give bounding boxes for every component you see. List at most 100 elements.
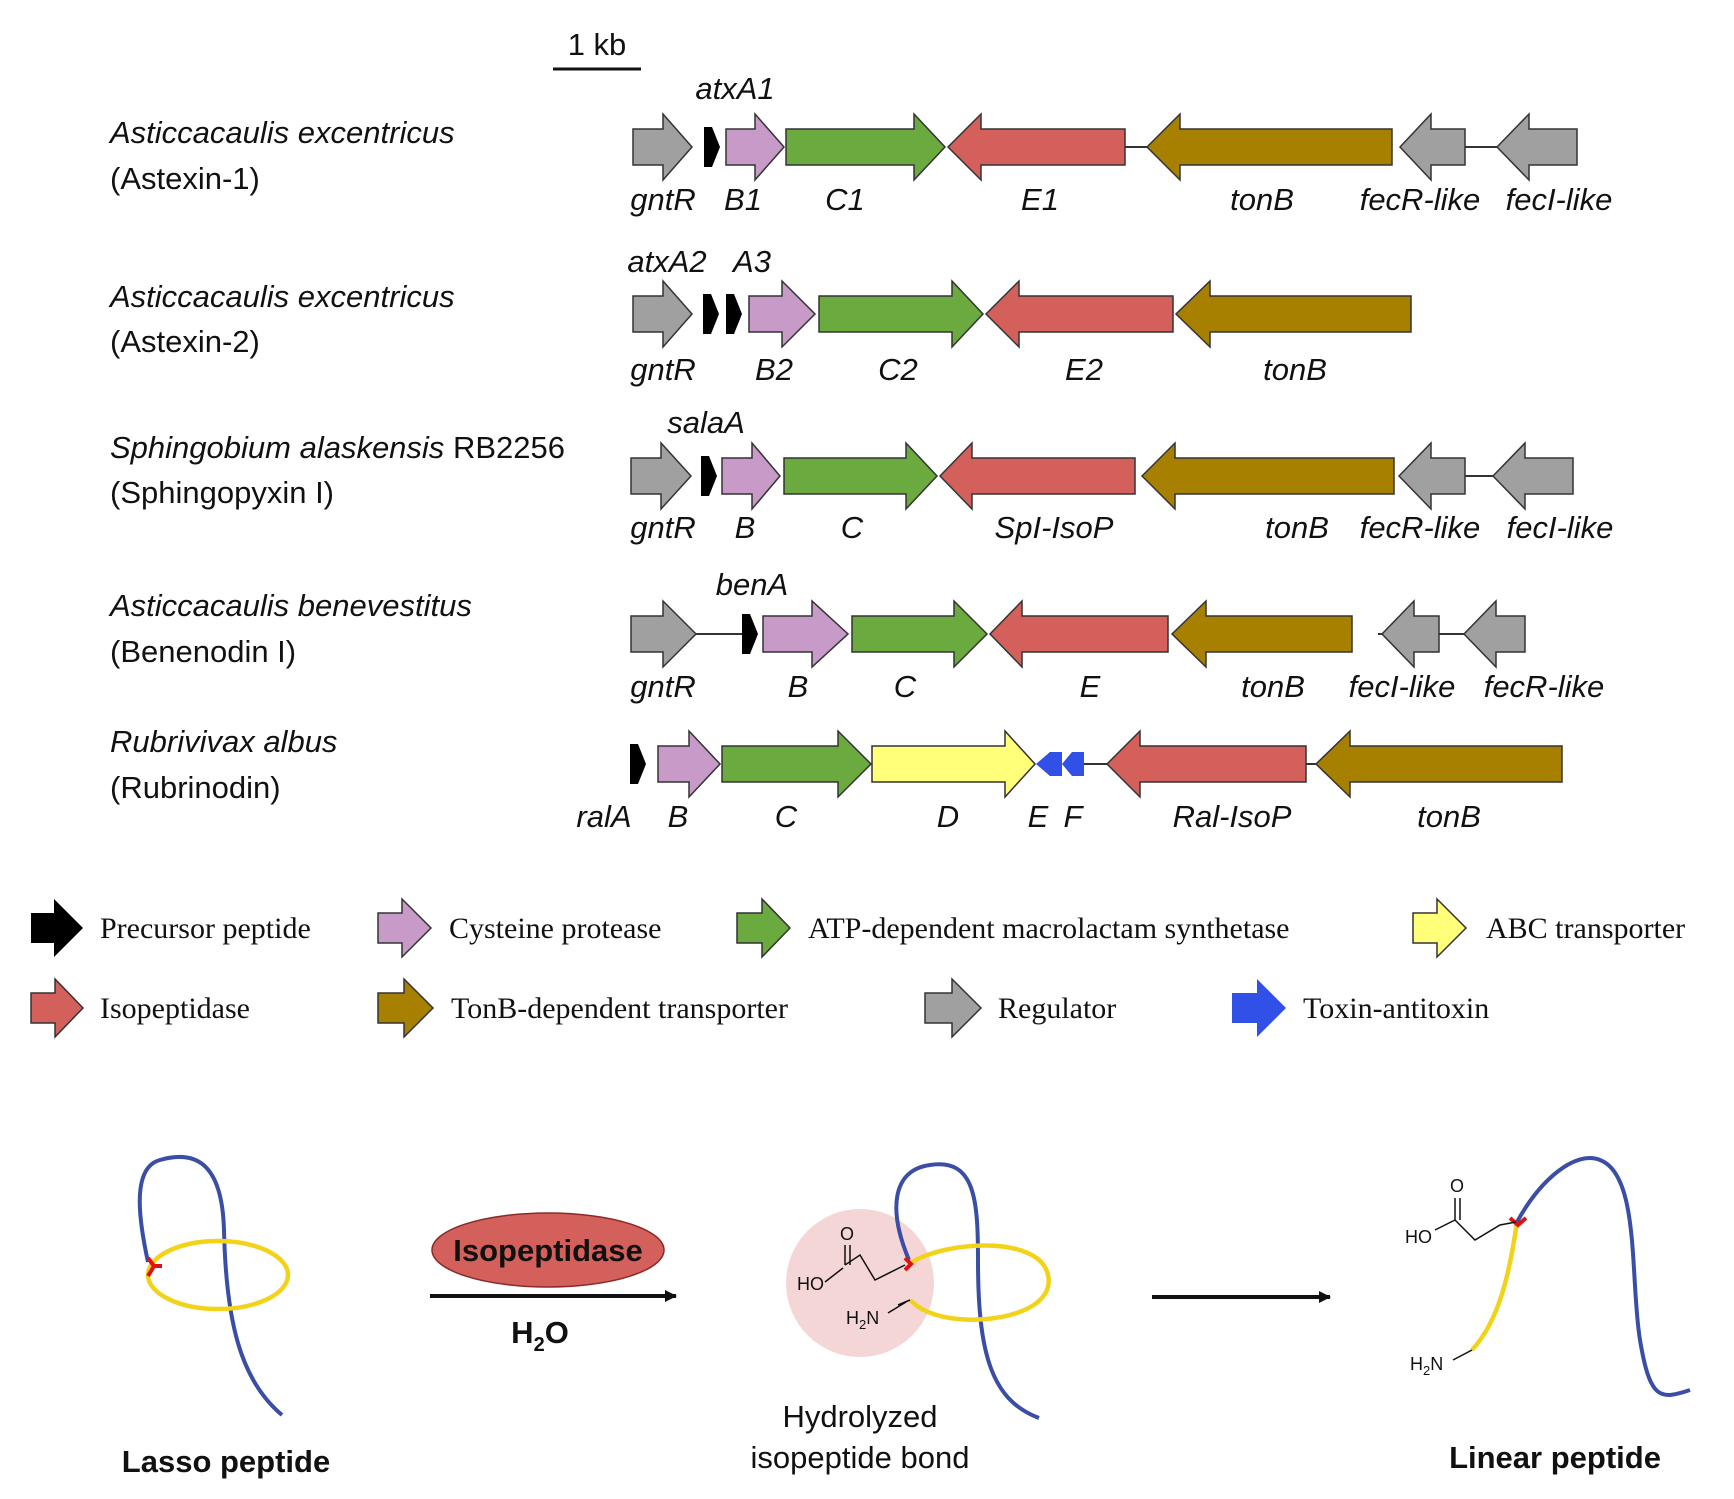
gene-arrow-abc-transporter [871, 729, 1037, 799]
legend-swatch-abc-transporter [1412, 897, 1468, 959]
gene-arrow-isopeptidase [984, 279, 1174, 349]
legend-swatch-tonb [377, 977, 435, 1039]
gene-label: C [775, 799, 798, 834]
linear-peptide-drawing: O HO H2N Linear peptide [1405, 1156, 1691, 1475]
enzyme-label: Isopeptidase [453, 1233, 643, 1268]
gene-label: B [668, 799, 689, 834]
organism-strain: RB2256 [453, 430, 565, 465]
linear-peptide-label: Linear peptide [1449, 1440, 1661, 1475]
gene-label: B [735, 510, 756, 545]
gene-label: fecI-like [1506, 182, 1613, 217]
peptide-ring [145, 1238, 291, 1312]
gene-label: fecR-like [1360, 182, 1481, 217]
gene-arrow-precursor [630, 744, 646, 784]
gene-label: tonB [1230, 182, 1294, 217]
gene-label: tonB [1417, 799, 1481, 834]
product-name: (Rubrinodin) [110, 770, 281, 805]
gene-cluster-astexin-1: atxA1 gntR B1 C1 E1 tonB fecR-like fecI-… [630, 71, 1612, 217]
organism-name: Asticcacaulis excentricus [108, 279, 455, 314]
organism-name: Rubrivivax albus [110, 724, 337, 759]
product-name: (Benenodin I) [110, 634, 296, 669]
gene-arrow-tonb [1314, 729, 1563, 799]
gene-label: Ral-IsoP [1173, 799, 1292, 834]
gene-label: E2 [1065, 352, 1103, 387]
peptide-tail [894, 1162, 1040, 1420]
gene-arrow-isopeptidase [1105, 729, 1307, 799]
gene-arrow-toxin [1062, 752, 1084, 776]
gene-arrow-synthetase [721, 729, 873, 799]
gene-arrow-toxin [1036, 752, 1062, 776]
gene-label: gntR [630, 669, 695, 704]
legend-label: Cysteine protease [449, 912, 661, 945]
legend-label: TonB-dependent transporter [451, 992, 788, 1025]
gene-cluster-benenodin-i: benA gntR B C E tonB fecI-like fecR-like [630, 567, 1604, 704]
peptide-tail [137, 1154, 284, 1417]
carboxyl-bonds [844, 1253, 906, 1281]
isopeptidase-enzyme [431, 1212, 665, 1288]
gene-label: gntR [630, 352, 695, 387]
legend-label: ATP-dependent macrolactam synthetase [808, 912, 1290, 945]
gene-arrow-synthetase [783, 441, 939, 511]
gene-arrow-regulator [1491, 441, 1574, 511]
legend-label: Regulator [998, 992, 1116, 1025]
carboxyl-bonds [1434, 1219, 1517, 1241]
gene-label: gntR [630, 510, 695, 545]
isopeptide-bond [1508, 1216, 1528, 1228]
gene-arrow-tonb [1140, 441, 1395, 511]
reagent-label: H2O [511, 1315, 569, 1356]
gene-label: gntR [630, 182, 695, 217]
legend-swatch-isopeptidase [30, 977, 85, 1039]
product-name: (Astexin-2) [110, 324, 260, 359]
organism-name: Asticcacaulis excentricus [108, 115, 455, 150]
gene-cluster-rubrinodin: ralA B C D E F Ral-IsoP tonB [576, 729, 1563, 834]
gene-arrow-isopeptidase [938, 441, 1136, 511]
gene-label: fecR-like [1360, 510, 1481, 545]
scale-bar-label: 1 kb [568, 27, 627, 62]
gene-label: C [841, 510, 864, 545]
gene-label: E [1028, 799, 1049, 834]
gene-cluster-sphingopyxin-i: salaA gntR B C SpI-IsoP tonB fecR-like f… [630, 405, 1613, 545]
peptide-tail [1515, 1156, 1691, 1397]
hydrolysis-highlight [786, 1209, 934, 1357]
gene-arrow-protease [657, 729, 722, 799]
gene-arrow-synthetase [785, 112, 947, 182]
gene-label: C [894, 669, 917, 704]
legend-swatch-toxin [1232, 979, 1286, 1037]
gene-arrow-precursor [704, 127, 720, 167]
gene-label: C1 [825, 182, 865, 217]
gene-arrow-gntr [632, 112, 693, 182]
gene-arrow-isopeptidase [946, 112, 1126, 182]
legend-label: Isopeptidase [100, 992, 250, 1025]
gene-arrow-protease [721, 440, 781, 512]
lasso-peptide-drawing: Lasso peptide [122, 1154, 330, 1479]
gene-arrow-gntr [630, 599, 698, 669]
gene-arrow-tonb [1145, 112, 1393, 182]
gene-arrow-regulator [1397, 441, 1466, 511]
gene-label: B [788, 669, 809, 704]
gene-arrow-tonb [1174, 279, 1412, 349]
gene-arrow-precursor [726, 294, 742, 334]
chem-amine: H2N [846, 1308, 879, 1332]
gene-cluster-astexin-2: atxA2 A3 gntR B2 C2 E2 tonB [627, 244, 1412, 387]
legend-swatch-synthetase [736, 897, 792, 959]
gene-arrow-synthetase [851, 599, 989, 669]
gene-label: ralA [576, 799, 631, 834]
legend-swatch-regulator [924, 977, 983, 1039]
gene-arrow-protease [725, 112, 785, 182]
legend-label: Precursor peptide [100, 912, 311, 945]
gene-arrow-protease [748, 279, 817, 349]
gene-label: E1 [1021, 182, 1059, 217]
legend-swatch-precursor [31, 899, 83, 957]
gene-label: E [1080, 669, 1101, 704]
legend-label: Toxin-antitoxin [1303, 992, 1489, 1025]
gene-label: atxA1 [695, 71, 774, 106]
isopeptide-bond [146, 1256, 162, 1278]
hydrolyzed-label-line1: Hydrolyzed [782, 1399, 937, 1434]
product-name: (Astexin-1) [110, 161, 260, 196]
legend: Precursor peptide Cysteine protease ATP-… [30, 897, 1685, 1039]
gene-label: F [1064, 799, 1085, 834]
peptide-segment [1470, 1221, 1520, 1352]
isopeptide-bond [903, 1256, 914, 1272]
gene-arrow-regulator [1495, 112, 1578, 182]
